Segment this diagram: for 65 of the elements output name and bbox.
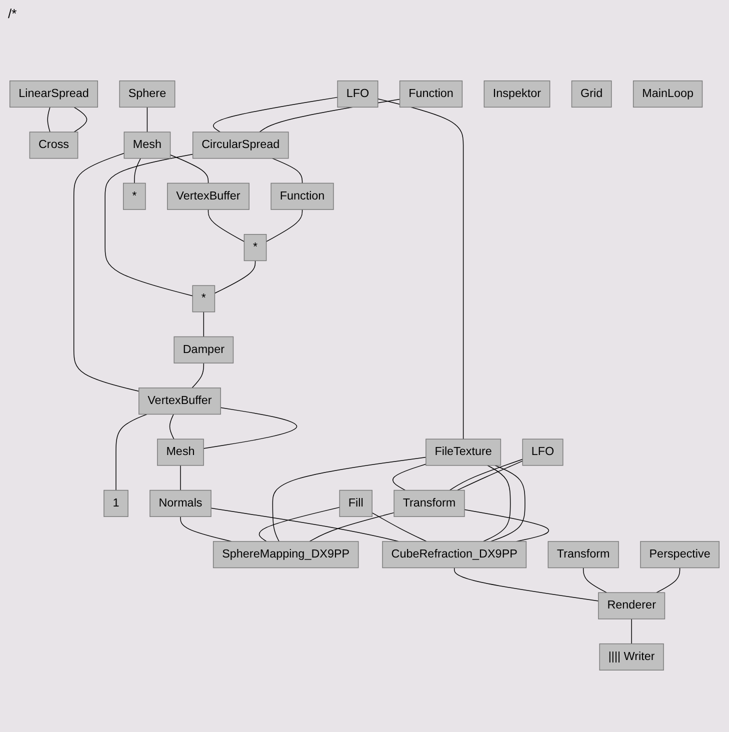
connector [258,506,340,542]
connector [203,407,297,449]
node-box: SphereMapping_DX9PP [212,541,359,568]
connector [180,465,181,491]
connector [656,567,680,593]
node-box: Function [399,80,463,108]
node-box: CubeRefraction_DX9PP [382,541,527,568]
connector [192,362,204,388]
connector [456,460,523,491]
node-box: Function [270,182,334,210]
node-box: Fill [339,490,372,517]
node-box: |||| Writer [599,643,664,670]
connector [146,106,148,132]
comment-text: /* [8,6,17,21]
node-box: * [123,182,146,210]
connector [266,209,303,242]
node-box: Damper [174,336,234,364]
node-box: Grid [571,80,612,108]
connector [208,209,245,242]
connector [378,98,464,440]
node-box: * [192,285,216,312]
node-box: VertexBuffer [167,182,250,210]
node-box: CircularSpread [192,132,289,159]
connector [210,508,400,542]
connector [170,154,209,184]
connector [214,260,256,294]
connector [47,106,50,132]
node-box: LFO [337,80,378,108]
connector [134,158,141,184]
node-box: Mesh [157,438,204,466]
node-box: Cross [29,132,78,159]
connector [482,465,511,542]
node-box: MainLoop [632,80,703,108]
connector [169,414,174,440]
connector [272,456,426,542]
connector [631,618,632,644]
node-box: * [244,234,267,262]
connector [104,154,194,296]
node-box: Transform [394,490,465,517]
node-box: LinearSpread [10,80,98,108]
connector [449,458,523,491]
connector [490,465,526,542]
connector [309,512,394,542]
node-box: Perspective [640,541,720,568]
connector [454,567,599,602]
node-box: Mesh [124,132,171,159]
connector [372,512,427,542]
node-box: Inspektor [484,80,550,108]
node-box: Transform [548,541,619,568]
connector [116,414,148,491]
connector [74,106,88,132]
node-box: 1 [104,490,128,517]
node-box: Sphere [119,80,176,108]
node-box: Normals [150,490,212,517]
node-box: LFO [522,438,564,466]
node-box: Renderer [598,592,666,620]
connector [203,312,204,338]
connector [464,509,550,542]
node-box: VertexBuffer [138,388,221,415]
connector [73,152,140,392]
connector [392,464,426,491]
connector [582,567,608,593]
node-box: FileTexture [426,438,502,466]
connector [213,96,338,132]
connector [272,158,303,184]
